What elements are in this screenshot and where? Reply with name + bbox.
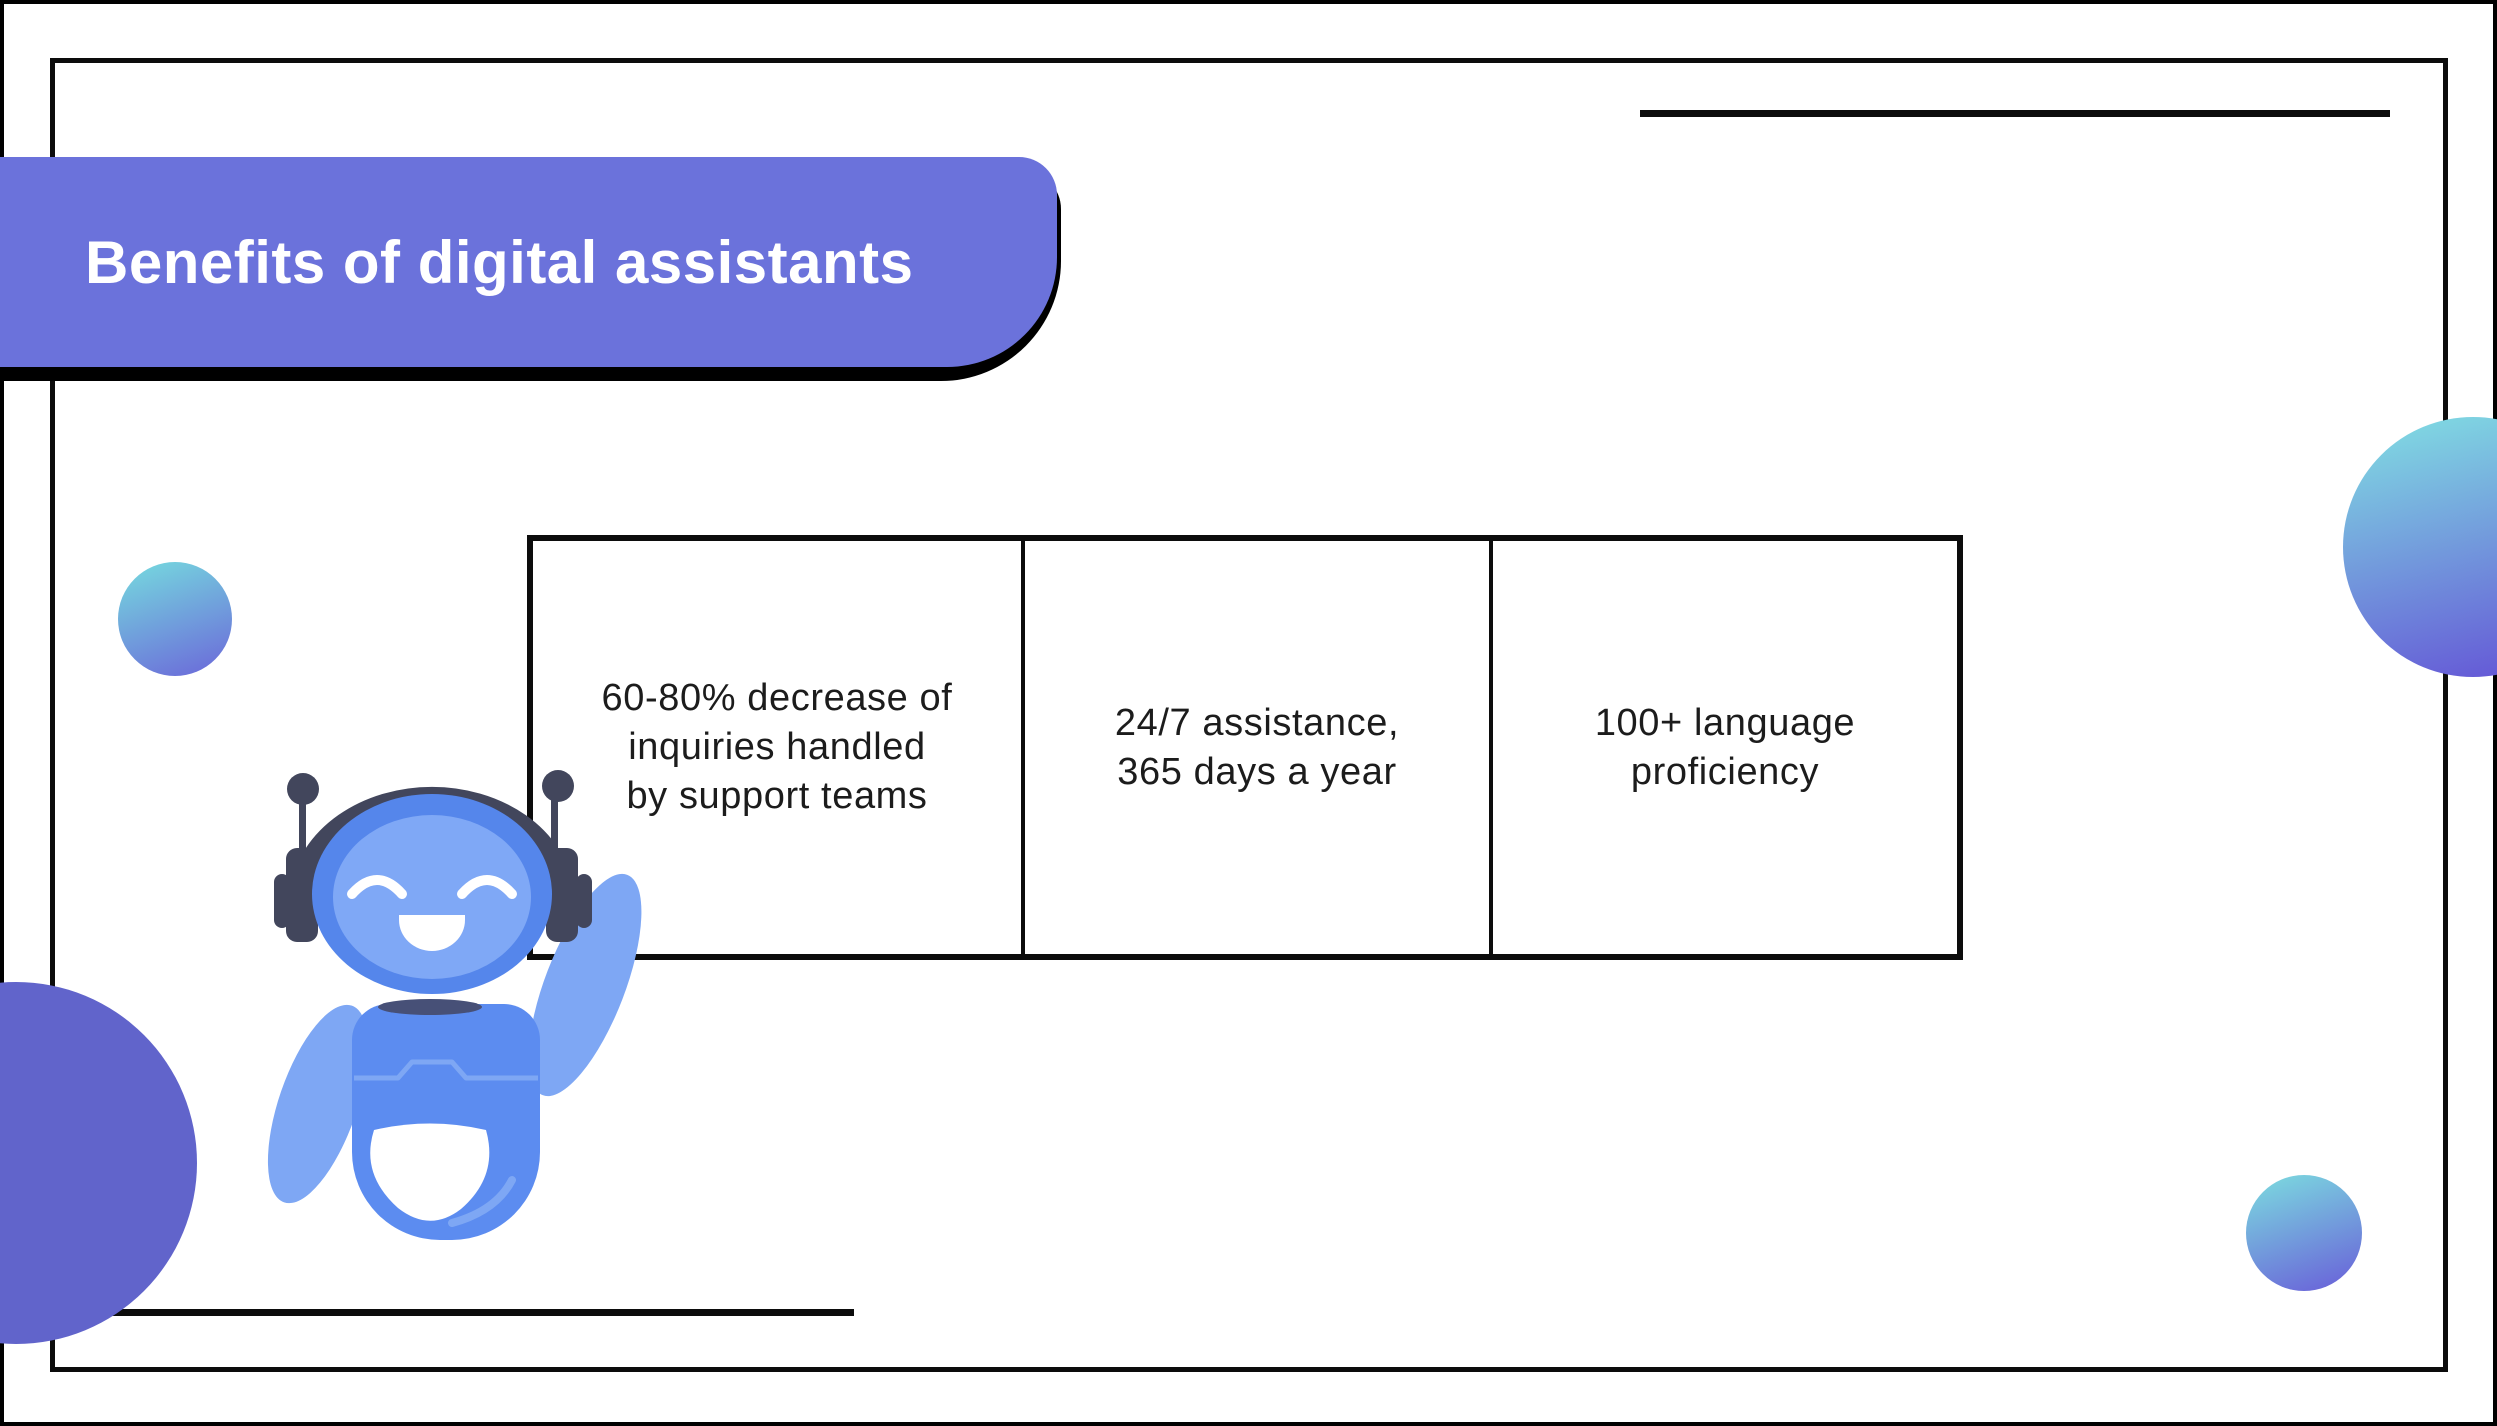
robot-neck-socket xyxy=(378,999,482,1015)
robot-belly xyxy=(370,1123,490,1221)
robot-left-eye xyxy=(347,875,407,899)
benefit-line: 24/7 assistance, xyxy=(1114,701,1400,744)
outer-border-left xyxy=(0,0,4,1426)
decor-line-bottom-left xyxy=(106,1309,854,1316)
decor-circle-small-bottom-right xyxy=(2246,1175,2362,1291)
benefit-text: 24/7 assistance, 365 days a year xyxy=(1115,699,1399,797)
robot-mascot-icon xyxy=(267,770,642,1240)
robot-body-highlight xyxy=(448,1176,516,1227)
title-banner: Benefits of digital assistants xyxy=(0,157,1057,367)
benefit-cell-availability: 24/7 assistance, 365 days a year xyxy=(1021,541,1489,954)
robot-body xyxy=(352,999,540,1240)
decor-circle-small-left xyxy=(118,562,232,676)
benefit-line: inquiries handled xyxy=(628,726,926,768)
benefits-table: 60-80% decrease of inquiries handled by … xyxy=(527,535,1963,960)
benefit-text: 100+ language proficiency xyxy=(1595,699,1855,797)
benefit-line: by support teams xyxy=(626,775,928,817)
outer-border-bottom xyxy=(0,1422,2497,1426)
slide-title: Benefits of digital assistants xyxy=(85,228,914,296)
outer-border-right xyxy=(2493,0,2497,1426)
benefit-line: 100+ language xyxy=(1594,701,1856,744)
robot-right-eye xyxy=(457,875,517,899)
robot-face xyxy=(333,815,531,979)
robot-waving-arm xyxy=(528,873,642,1097)
inner-frame xyxy=(50,58,2448,1372)
robot-chest-line xyxy=(354,1059,538,1081)
benefit-cell-support-decrease: 60-80% decrease of inquiries handled by … xyxy=(533,541,1021,954)
outer-border-top xyxy=(0,0,2497,4)
benefit-cell-languages: 100+ language proficiency xyxy=(1489,541,1957,954)
benefit-line: 60-80% decrease of xyxy=(601,677,953,719)
robot-left-arm xyxy=(267,1004,369,1204)
benefit-line: 365 days a year xyxy=(1117,750,1397,793)
robot-mouth xyxy=(399,915,465,951)
benefit-text: 60-80% decrease of inquiries handled by … xyxy=(602,674,953,821)
robot-antennas xyxy=(287,770,574,854)
decor-line-top-right xyxy=(1640,110,2390,117)
robot-head xyxy=(312,794,552,994)
benefit-line: proficiency xyxy=(1630,750,1820,793)
